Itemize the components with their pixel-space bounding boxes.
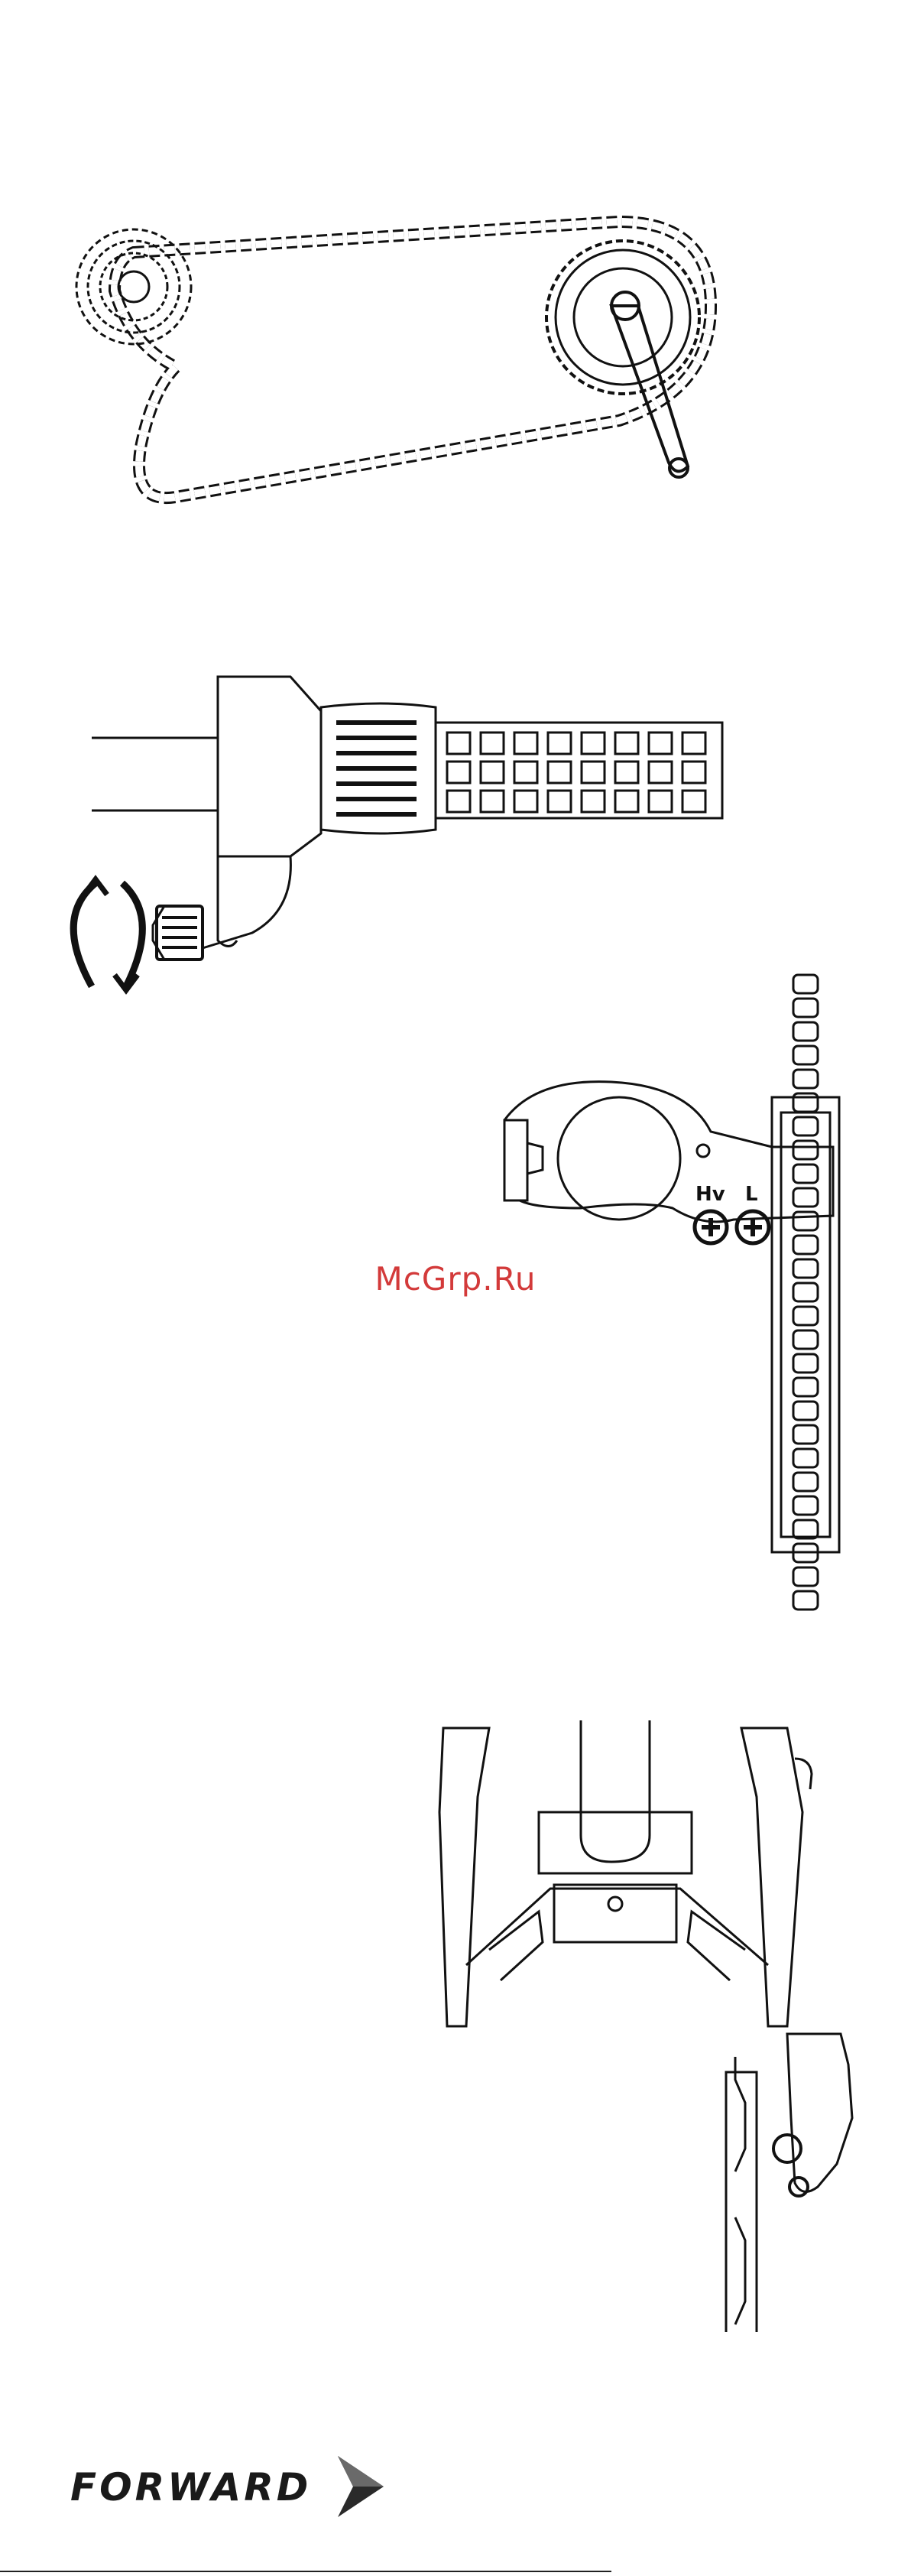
chain-drivetrain-figure [0,191,911,528]
high-limit-screw-label: Hv [695,1183,725,1206]
grip-shifter-figure [0,665,911,1002]
forward-logo: FORWARD [70,2456,391,2525]
low-limit-screw-label: L [745,1183,758,1206]
watermark-text: McGrp.Ru [0,1260,911,1298]
logo-chevron-icon [334,2456,387,2517]
derailleur-frame-figure [0,1720,911,2332]
footer-rule [0,2571,611,2572]
logo-wordmark: FORWARD [70,2465,311,2509]
derailleur-clamp-figure: Hv L [0,971,911,1659]
